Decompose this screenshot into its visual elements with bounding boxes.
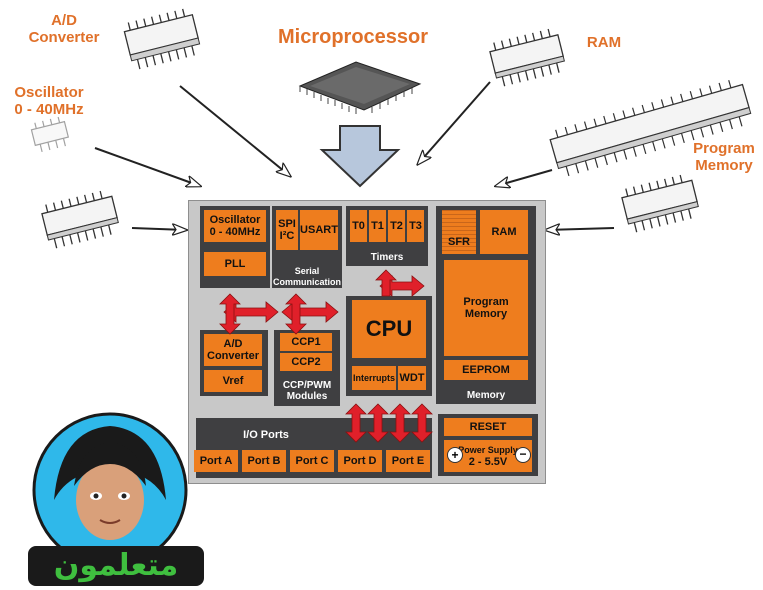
oscillator-chip-icon (30, 116, 70, 153)
ad-converter-chip-icon (123, 8, 201, 70)
vref-block: Vref (204, 370, 262, 392)
avatar (32, 412, 188, 568)
program-memory-label: Program Memory (693, 140, 755, 174)
bus-arrow-horizontal-left (223, 301, 279, 323)
bus-arrow-io-3 (389, 403, 411, 443)
program-memory-chip-icon (549, 80, 752, 177)
arrow-ad-converter (179, 85, 290, 176)
peripheral-chip-icon (41, 190, 119, 249)
serial-label: Serial Communication (272, 266, 341, 287)
oscillator-label: Oscillator 0 - 40MHz (14, 84, 84, 118)
timer-t1-block: T1 (369, 210, 386, 242)
big-down-arrow (319, 125, 401, 188)
bus-arrow-vertical-left (219, 293, 241, 335)
port-d-block: Port D (338, 450, 382, 472)
arrow-oscillator (94, 147, 200, 186)
timer-t3-block: T3 (407, 210, 424, 242)
spi-block: SPI I²C (276, 210, 298, 250)
reset-block: RESET (444, 418, 532, 436)
port-c-block: Port C (290, 450, 334, 472)
arrow-ram (418, 81, 491, 164)
port-b-block: Port B (242, 450, 286, 472)
arrow-peripheral (131, 228, 186, 230)
power-supply-label: Power Supply (458, 445, 518, 455)
port-a-block: Port A (194, 450, 238, 472)
io-ports-label: I/O Ports (243, 429, 289, 441)
sfr-block: SFR (442, 210, 476, 254)
bus-arrow-io-2 (367, 403, 389, 443)
ccp1-block: CCP1 (280, 333, 332, 351)
ram-label: RAM (586, 34, 622, 51)
oscillator-block: Oscillator 0 - 40MHz (204, 210, 266, 242)
logo-text: متعلمون (53, 548, 179, 583)
timer-t2-block: T2 (388, 210, 405, 242)
microprocessor-title: Microprocessor (278, 26, 429, 48)
pll-block: PLL (204, 252, 266, 276)
plus-icon: + (447, 447, 463, 463)
eeprom-block: EEPROM (444, 360, 528, 380)
bus-arrow-vertical-mid (285, 293, 307, 335)
timers-label: Timers (370, 252, 404, 263)
microprocessor-chip-icon (298, 61, 422, 114)
minus-icon: − (515, 447, 531, 463)
memory-label: Memory (466, 390, 506, 401)
ccp-pwm-label: CCP/PWM Modules (282, 380, 332, 402)
ad-converter-block: A/D Converter (204, 334, 262, 366)
bus-arrow-io-4 (411, 403, 433, 443)
interrupts-block: Interrupts (352, 366, 396, 390)
program-memory-block: Program Memory (444, 260, 528, 356)
ad-converter-label: A/D Converter (28, 12, 100, 46)
ram-chip-icon (489, 28, 565, 87)
logo-backdrop (28, 546, 204, 586)
cpu-block: CPU (352, 300, 426, 358)
eeprom-chip-icon (621, 174, 699, 233)
usart-block: USART (300, 210, 338, 250)
port-e-block: Port E (386, 450, 430, 472)
wdt-block: WDT (398, 366, 426, 390)
arrow-eeprom (546, 228, 615, 230)
arrow-program-memory (496, 169, 553, 186)
bus-arrow-io-1 (345, 403, 367, 443)
ram-block: RAM (480, 210, 528, 254)
timer-t0-block: T0 (350, 210, 367, 242)
bus-arrow-cpu-up (375, 269, 397, 297)
ccp2-block: CCP2 (280, 353, 332, 371)
voltage-label: 2 - 5.5V (468, 456, 508, 468)
